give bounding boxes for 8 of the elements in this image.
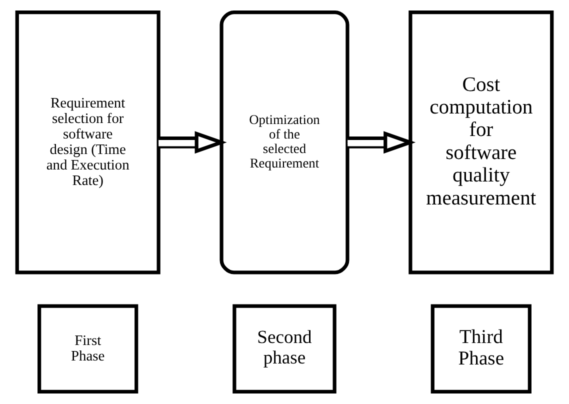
node-box: Second phase — [232, 304, 336, 394]
arrow — [158, 131, 227, 154]
arrow — [348, 131, 416, 154]
node-box: Cost computation for software quality measurement — [408, 10, 554, 274]
node-box: Optimization of the selected Requirement — [220, 10, 350, 274]
node-box: Requirement selection for software design (Time and Execution Rate) — [15, 10, 160, 274]
node-box: Third Phase — [430, 304, 532, 394]
node-box: First Phase — [38, 304, 138, 394]
